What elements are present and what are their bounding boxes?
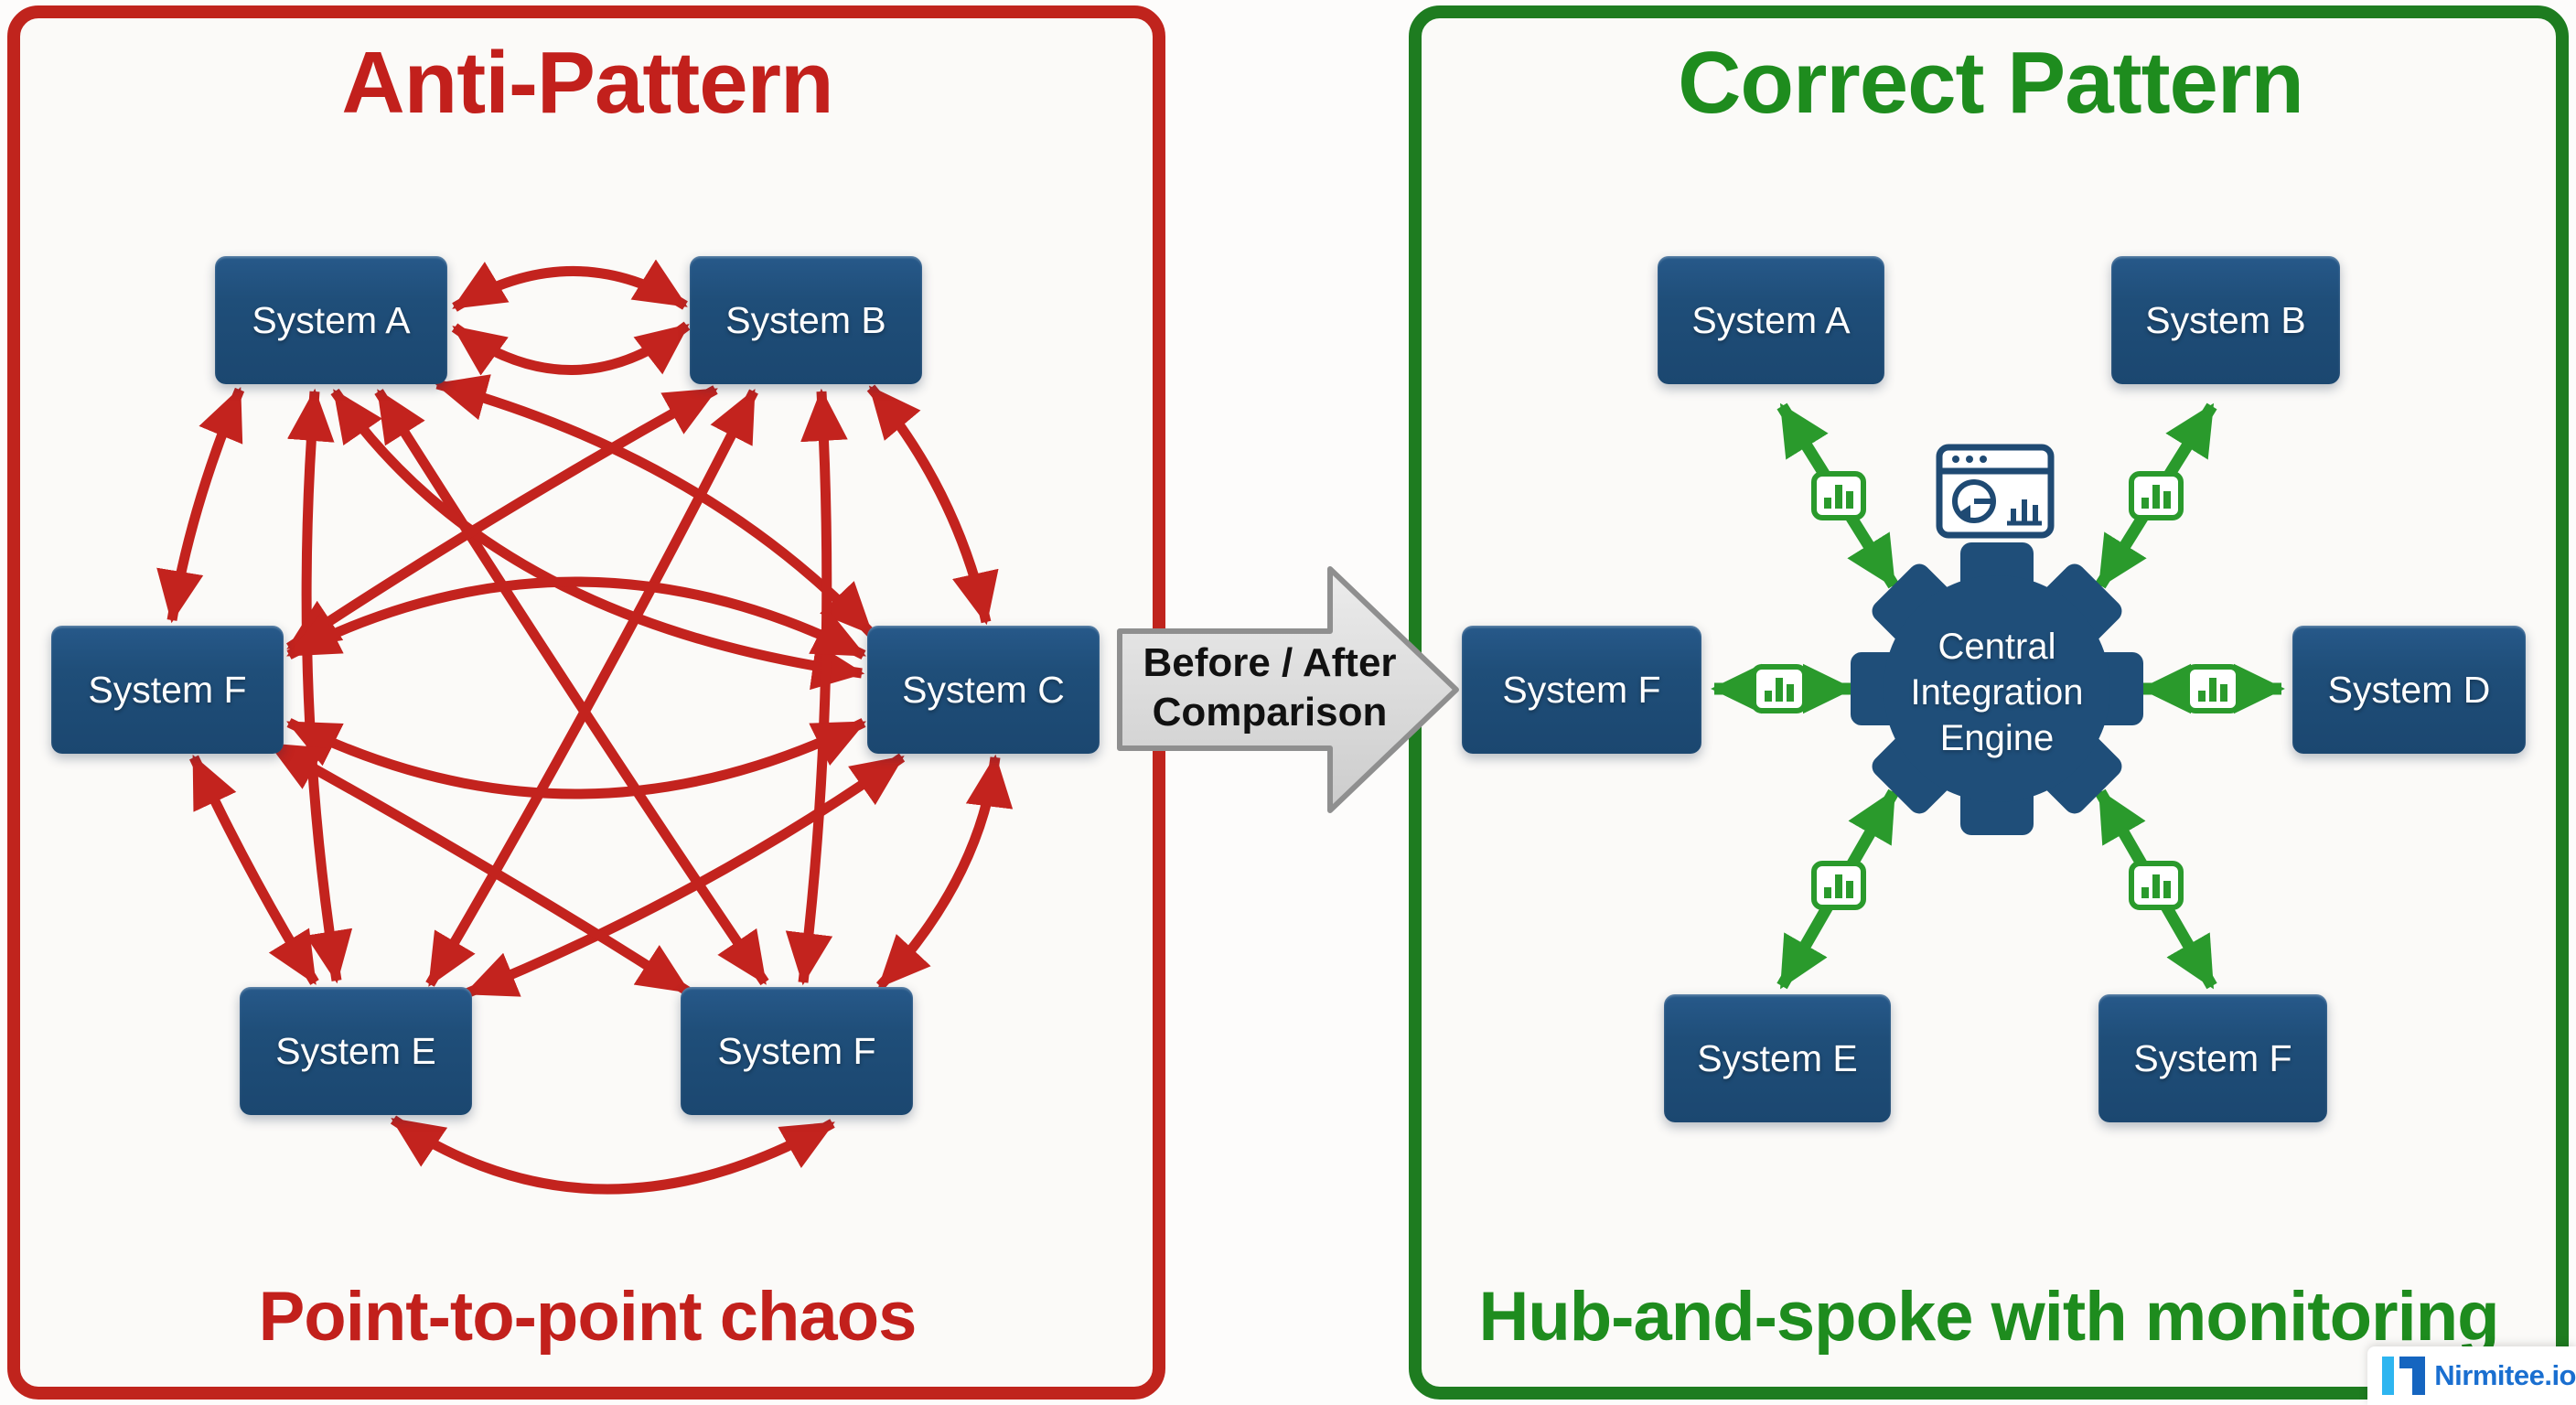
anti-pattern-caption: Point-to-point chaos [258,1278,918,1356]
hub-system-box-f-bottom: System F [2098,994,2327,1122]
central-integration-engine-label: Central Integration Engine [1860,624,2134,761]
hub-label-line2: Integration [1910,672,2084,713]
nirmitee-logo-icon [2382,1357,2425,1395]
correct-pattern-caption: Hub-and-spoke with monitoring [1478,1278,2499,1356]
hub-system-box-e: System E [1664,994,1891,1122]
before-after-line2: Comparison [1152,690,1388,735]
correct-pattern-title: Correct Pattern [1678,34,2304,132]
branding-card: Nirmitee.io [2367,1346,2576,1405]
before-after-arrow [1111,556,1468,828]
hub-system-box-d: System D [2292,626,2526,754]
system-box-b: System B [690,256,922,384]
system-box-e: System E [240,987,472,1115]
hub-label-line1: Central [1937,627,2056,667]
before-after-label: Before / After Comparison [1132,638,1407,737]
before-after-line1: Before / After [1143,640,1397,685]
hub-system-box-b: System B [2111,256,2340,384]
system-box-f-bottom: System F [681,987,913,1115]
system-box-c: System C [867,626,1100,754]
hub-system-box-f-left: System F [1462,626,1701,754]
system-box-a: System A [215,256,447,384]
hub-label-line3: Engine [1939,718,2055,758]
logo-text: Nirmitee.io [2434,1359,2576,1391]
hub-system-box-a: System A [1658,256,1884,384]
system-box-f-left: System F [51,626,284,754]
anti-pattern-title: Anti-Pattern [341,34,833,132]
right-arrow-icon [1117,566,1459,813]
